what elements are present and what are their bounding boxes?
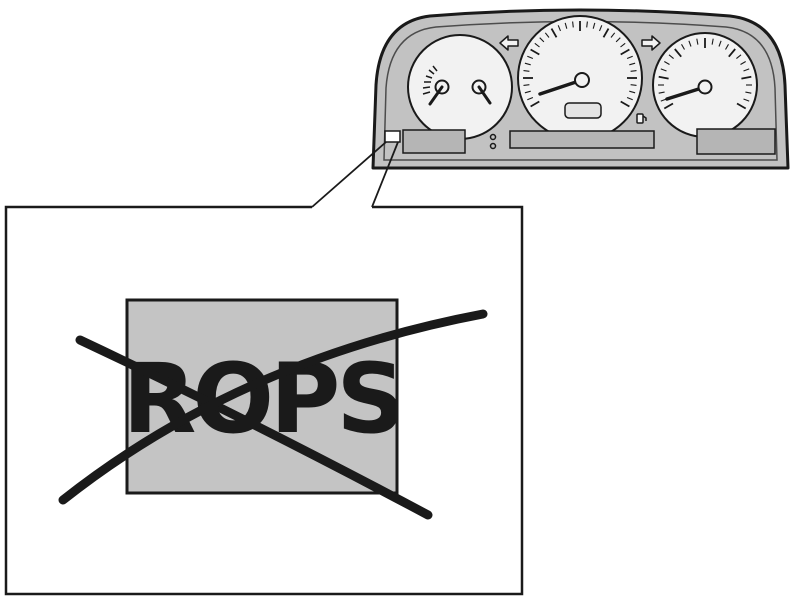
tachometer-scale	[658, 38, 752, 110]
not-applicable-cross	[58, 309, 488, 520]
gauge-tick	[530, 100, 540, 108]
gauge-tick	[629, 90, 636, 94]
tachometer-hub	[697, 79, 713, 95]
gauge-tick	[629, 62, 636, 66]
gauge-tick	[725, 44, 729, 50]
gauge-tick	[620, 48, 630, 56]
instrument-cluster	[371, 8, 790, 170]
gauge-tick	[743, 98, 750, 102]
gauge-tick	[524, 62, 531, 66]
callout-leader-left	[311, 141, 387, 208]
gauge-tick	[658, 91, 665, 94]
gauge-tick	[688, 40, 692, 47]
temp-gauge-needle	[428, 85, 444, 106]
temp-gauge-scale	[422, 65, 438, 95]
odometer-window	[564, 102, 602, 119]
gauge-tick	[550, 28, 558, 38]
left-info-display	[402, 129, 466, 154]
gauge-tick	[615, 37, 621, 43]
fuel-pump-icon	[636, 113, 647, 124]
gauge-tick	[711, 38, 714, 45]
gauge-tick	[534, 42, 540, 48]
rops-label-text: ROPS	[122, 343, 401, 455]
left-turn-arrow-icon	[499, 35, 519, 51]
gauge-tick	[586, 21, 588, 28]
gauge-tick	[626, 96, 633, 101]
gauge-tick	[544, 32, 550, 38]
tachometer-gauge	[652, 32, 758, 138]
gauge-tick	[718, 40, 722, 47]
gauge-tick	[663, 102, 674, 110]
fuel-gauge-needle	[477, 85, 492, 105]
gauge-tick	[740, 61, 746, 65]
left-combo-gauge	[407, 34, 513, 140]
gauge-tick	[564, 22, 568, 29]
gauge-tick	[658, 75, 669, 80]
gauge-tick	[630, 84, 637, 86]
gauge-tick	[620, 100, 630, 108]
gauge-tick	[668, 54, 674, 60]
center-info-display	[509, 130, 655, 149]
gauge-tick	[610, 32, 616, 38]
gauge-tick	[660, 68, 667, 72]
right-info-display	[696, 128, 776, 155]
gauge-tick	[557, 25, 562, 32]
gauge-tick	[736, 54, 742, 60]
gauge-tick	[745, 91, 752, 94]
gauge-tick	[527, 96, 534, 101]
gauge-tick	[572, 21, 574, 28]
gauge-tick	[736, 102, 747, 110]
callout-leader-right	[371, 141, 399, 208]
status-dots	[489, 133, 497, 150]
gauge-tick	[743, 68, 750, 72]
gauge-tick	[741, 75, 752, 80]
gauge-tick	[527, 55, 534, 60]
gauge-tick	[592, 22, 596, 29]
callout-zoom: ROPS	[4, 141, 524, 596]
gauge-tick	[523, 70, 530, 72]
rops-label-panel	[125, 298, 399, 495]
gauge-tick	[620, 42, 626, 48]
gauge-tick	[539, 37, 545, 43]
gauge-tick	[728, 48, 736, 58]
gauge-tick	[696, 38, 699, 45]
gauge-tick	[681, 44, 685, 50]
speedometer-gauge	[517, 15, 643, 141]
gauge-tick	[664, 61, 670, 65]
speedometer-scale	[523, 21, 637, 108]
right-turn-arrow-icon	[641, 35, 661, 51]
gauge-tick	[626, 55, 633, 60]
gauge-tick	[523, 84, 530, 86]
gauge-tick	[674, 48, 682, 58]
rops-indicator-lamp	[384, 130, 401, 143]
gauge-tick	[530, 48, 540, 56]
speedometer-hub	[574, 72, 590, 88]
left-gauge-face	[407, 34, 513, 140]
gauge-tick	[598, 25, 603, 32]
gauge-tick	[524, 90, 531, 94]
gauge-tick	[630, 70, 637, 72]
gauge-tick	[602, 28, 610, 38]
